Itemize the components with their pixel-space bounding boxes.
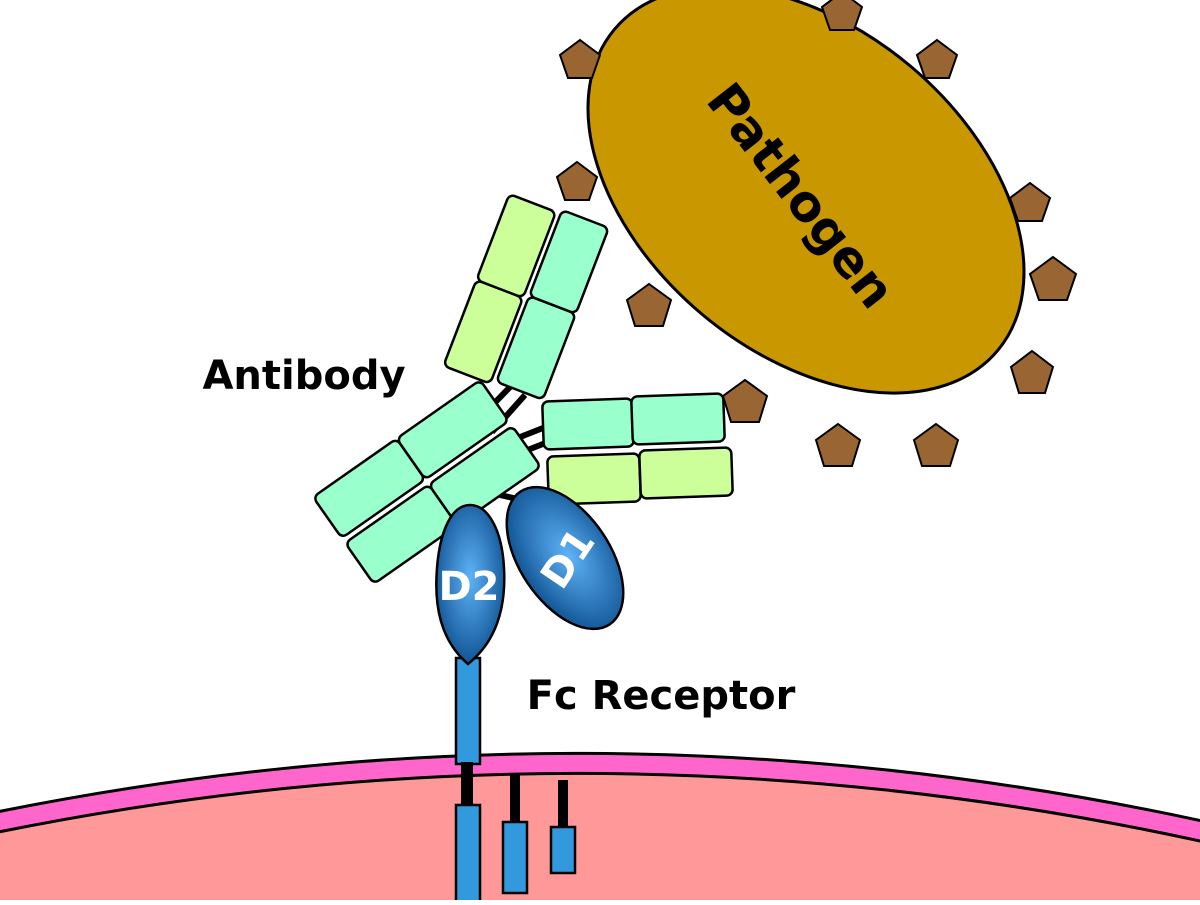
light-chain-variable [638, 446, 734, 500]
heavy-chain-constant [529, 210, 609, 314]
fc-receptor-label: Fc Receptor [527, 673, 796, 719]
fc-region [314, 381, 540, 583]
antibody-label: Antibody [202, 353, 405, 399]
receptor-transmembrane [461, 762, 473, 806]
antigen-pentagon [625, 282, 673, 327]
heavy-chain-constant [541, 397, 635, 451]
cell-body [0, 772, 1200, 905]
antigen-pentagon [820, 0, 864, 31]
antigen-pentagon [915, 38, 959, 79]
receptor-domain-d1 [505, 485, 625, 631]
pathogen: Pathogen [555, 0, 1078, 467]
fab-arm-upper [443, 194, 609, 400]
antigen-pentagon [555, 160, 599, 201]
antigen-group [555, 0, 1078, 467]
light-chain-constant [476, 194, 556, 298]
signaling-chain-tail [501, 820, 529, 895]
antigen-pentagon [721, 378, 769, 423]
signaling-chain [501, 775, 577, 895]
signaling-chain-tail [549, 825, 577, 875]
antigen-pentagon [1009, 349, 1055, 394]
receptor-stalk [454, 656, 482, 766]
cell-membrane-fill [0, 754, 1200, 840]
pathogen-body [586, 0, 1026, 395]
signaling-chain-stem [510, 775, 520, 825]
fc-heavy-chain-ch2 [397, 381, 508, 479]
fc-receptor: D2 D1 Fc Receptor [435, 485, 796, 905]
signaling-chain-stem [558, 780, 568, 830]
antigen-pentagon [814, 422, 862, 467]
antigen-pentagon [912, 422, 960, 467]
receptor-domain-d2 [435, 503, 506, 666]
antigen-pentagon [558, 38, 602, 79]
antigen-pentagon [1028, 255, 1078, 301]
receptor-cytoplasmic-tail [454, 803, 482, 905]
fab-arm-right [541, 392, 734, 506]
antigen-pentagon [1008, 181, 1052, 222]
fc-heavy-chain-ch2 [429, 427, 540, 525]
cell [0, 751, 1200, 905]
domain-d2-label: D2 [438, 564, 499, 610]
heavy-chain-variable [630, 392, 726, 446]
antibody: Antibody [202, 194, 734, 583]
